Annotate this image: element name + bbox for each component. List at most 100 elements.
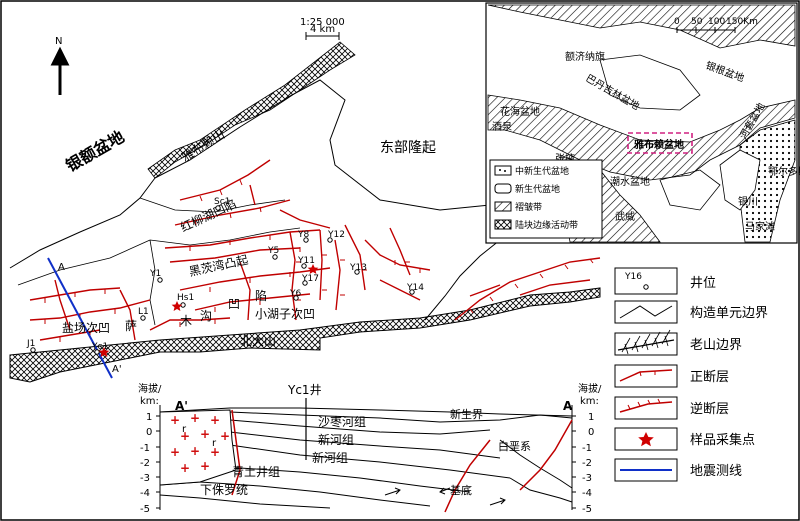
svg-text:-1: -1 <box>582 443 592 454</box>
svg-text:0: 0 <box>146 427 152 438</box>
svg-text:Y14: Y14 <box>406 283 424 293</box>
label-shuiyan-2: 沟 <box>200 309 212 323</box>
reverse-faults <box>454 257 601 321</box>
svg-text:白垩系: 白垩系 <box>498 439 531 453</box>
legend-oldmt-label: 老山边界 <box>690 338 742 353</box>
svg-text:雅布赖盆地: 雅布赖盆地 <box>634 138 684 151</box>
legend-reverse-label: 逆断层 <box>690 401 729 417</box>
svg-text:Yc1: Yc1 <box>91 342 108 352</box>
svg-text:马家滩: 马家滩 <box>745 220 775 233</box>
svg-text:Hs1: Hs1 <box>177 293 194 303</box>
svg-text:银川: 银川 <box>738 195 758 208</box>
sample-star-y11 <box>307 264 319 274</box>
well-y6: Y6 <box>289 289 301 301</box>
section-unit-labels: 新生界 沙枣河组 新河组 新河组 白垩系 青土井组 下侏罗统 基底 <box>200 407 531 497</box>
legend-star-label: 样品采集点 <box>690 432 755 448</box>
granite-block <box>159 409 237 486</box>
svg-text:新河组: 新河组 <box>318 432 354 447</box>
svg-text:新河组: 新河组 <box>312 450 348 465</box>
yabulai-mountain-hatch <box>147 41 356 179</box>
legend-star-icon <box>638 432 654 447</box>
well-y11: Y11 <box>297 256 315 269</box>
svg-text:+: + <box>190 411 200 425</box>
svg-text:+: + <box>180 429 190 443</box>
svg-text:基底: 基底 <box>450 483 472 497</box>
well-y13: Y13 <box>349 263 367 275</box>
label-yin-e-basin: 银额盆地 <box>63 127 128 175</box>
svg-text:褶皱带: 褶皱带 <box>515 201 542 213</box>
inset-highlight-box <box>627 132 693 154</box>
cross-section: 1 0 -1 -2 -3 -4 -5 1 0 -1 -2 -3 -4 -5 海拔… <box>138 382 602 515</box>
seismic-line <box>47 257 113 379</box>
svg-text:Y8: Y8 <box>297 230 309 240</box>
svg-text:花海盆地: 花海盆地 <box>500 105 540 118</box>
section-end-a: A <box>58 262 65 273</box>
svg-text:-3: -3 <box>140 473 150 484</box>
svg-text:-5: -5 <box>582 504 592 515</box>
svg-text:下侏罗统: 下侏罗统 <box>200 483 248 497</box>
label-shuiyan-4: 陷 <box>255 288 267 303</box>
legend-normal-label: 正断层 <box>690 370 729 385</box>
beidashan-hatch <box>9 287 601 383</box>
svg-text:Y11: Y11 <box>297 256 315 266</box>
wells: Sc1 Y1 Hs1 L1 J1 Yc1 Y8 Y12 Y5 Y11 Y17 Y… <box>26 197 424 355</box>
svg-text:100: 100 <box>708 17 725 27</box>
svg-text:-4: -4 <box>582 488 592 499</box>
svg-text:中新生代盆地: 中新生代盆地 <box>515 165 569 177</box>
map-scale: 1:25 000 <box>300 17 345 28</box>
normal-faults <box>29 159 431 341</box>
svg-text:新生代盆地: 新生代盆地 <box>515 183 560 195</box>
section-y-ticks-left: 1 0 -1 -2 -3 -4 -5 <box>140 412 152 515</box>
svg-text:-2: -2 <box>140 458 150 469</box>
svg-text:L1: L1 <box>138 307 149 317</box>
svg-text:1: 1 <box>146 412 152 423</box>
svg-text:额济纳旗: 额济纳旗 <box>565 50 605 63</box>
well-y1: Y1 <box>149 269 163 283</box>
svg-text:沙枣河组: 沙枣河组 <box>318 415 366 429</box>
well-yc1: Yc1 <box>91 342 108 355</box>
well-l1: L1 <box>138 307 149 321</box>
svg-text:酒泉: 酒泉 <box>492 120 512 133</box>
svg-text:Sc1: Sc1 <box>214 197 230 207</box>
svg-text:Y13: Y13 <box>349 263 367 273</box>
svg-text:-3: -3 <box>582 473 592 484</box>
label-beida-mt: 北大山 <box>240 334 276 348</box>
inset-legend: 中新生代盆地 新生代盆地 褶皱带 陆块边缘活动带 <box>489 159 603 239</box>
granite-crosses: +++ +++ +++ ++ <box>170 411 230 475</box>
svg-text:Y12: Y12 <box>327 230 345 240</box>
section-well-title: Yc1井 <box>287 383 322 397</box>
section-ylabel-left: 海拔/ <box>138 382 162 395</box>
well-y14: Y14 <box>406 283 424 295</box>
svg-text:陆块边缘活动带: 陆块边缘活动带 <box>515 219 578 231</box>
gamma-2: r <box>212 438 217 449</box>
inset-scale: 0 50 100 150Km <box>674 17 758 33</box>
svg-text:Y17: Y17 <box>301 274 319 284</box>
svg-text:新生界: 新生界 <box>450 407 483 421</box>
label-heiquan-uplift: 黑茨湾凸起 <box>188 252 250 279</box>
well-sc1: Sc1 <box>214 197 230 211</box>
tectonic-boundary-west <box>9 177 156 269</box>
svg-text:-1: -1 <box>140 443 150 454</box>
svg-text:+: + <box>170 413 180 427</box>
legend-tectonic-label: 构造单元边界 <box>690 306 768 321</box>
svg-text:+: + <box>170 445 180 459</box>
svg-text:0: 0 <box>588 427 594 438</box>
legend-well-label: 井位 <box>690 276 716 291</box>
well-y5: Y5 <box>267 246 279 260</box>
gamma-1: r <box>182 424 187 435</box>
sample-star-yc1 <box>98 347 110 357</box>
well-j1: J1 <box>26 339 36 353</box>
scale-bar-label: 4 km <box>310 24 335 35</box>
svg-text:J1: J1 <box>26 339 35 349</box>
section-left-end: A' <box>175 399 188 413</box>
svg-text:-2: -2 <box>582 458 592 469</box>
well-y12: Y12 <box>327 230 345 243</box>
label-sa: 萨 <box>125 319 137 333</box>
svg-text:+: + <box>200 459 210 473</box>
north-arrow-icon: N <box>50 36 70 95</box>
svg-text:+: + <box>180 461 190 475</box>
north-label: N <box>55 36 62 47</box>
legend-seismic-label: 地震测线 <box>690 464 742 479</box>
